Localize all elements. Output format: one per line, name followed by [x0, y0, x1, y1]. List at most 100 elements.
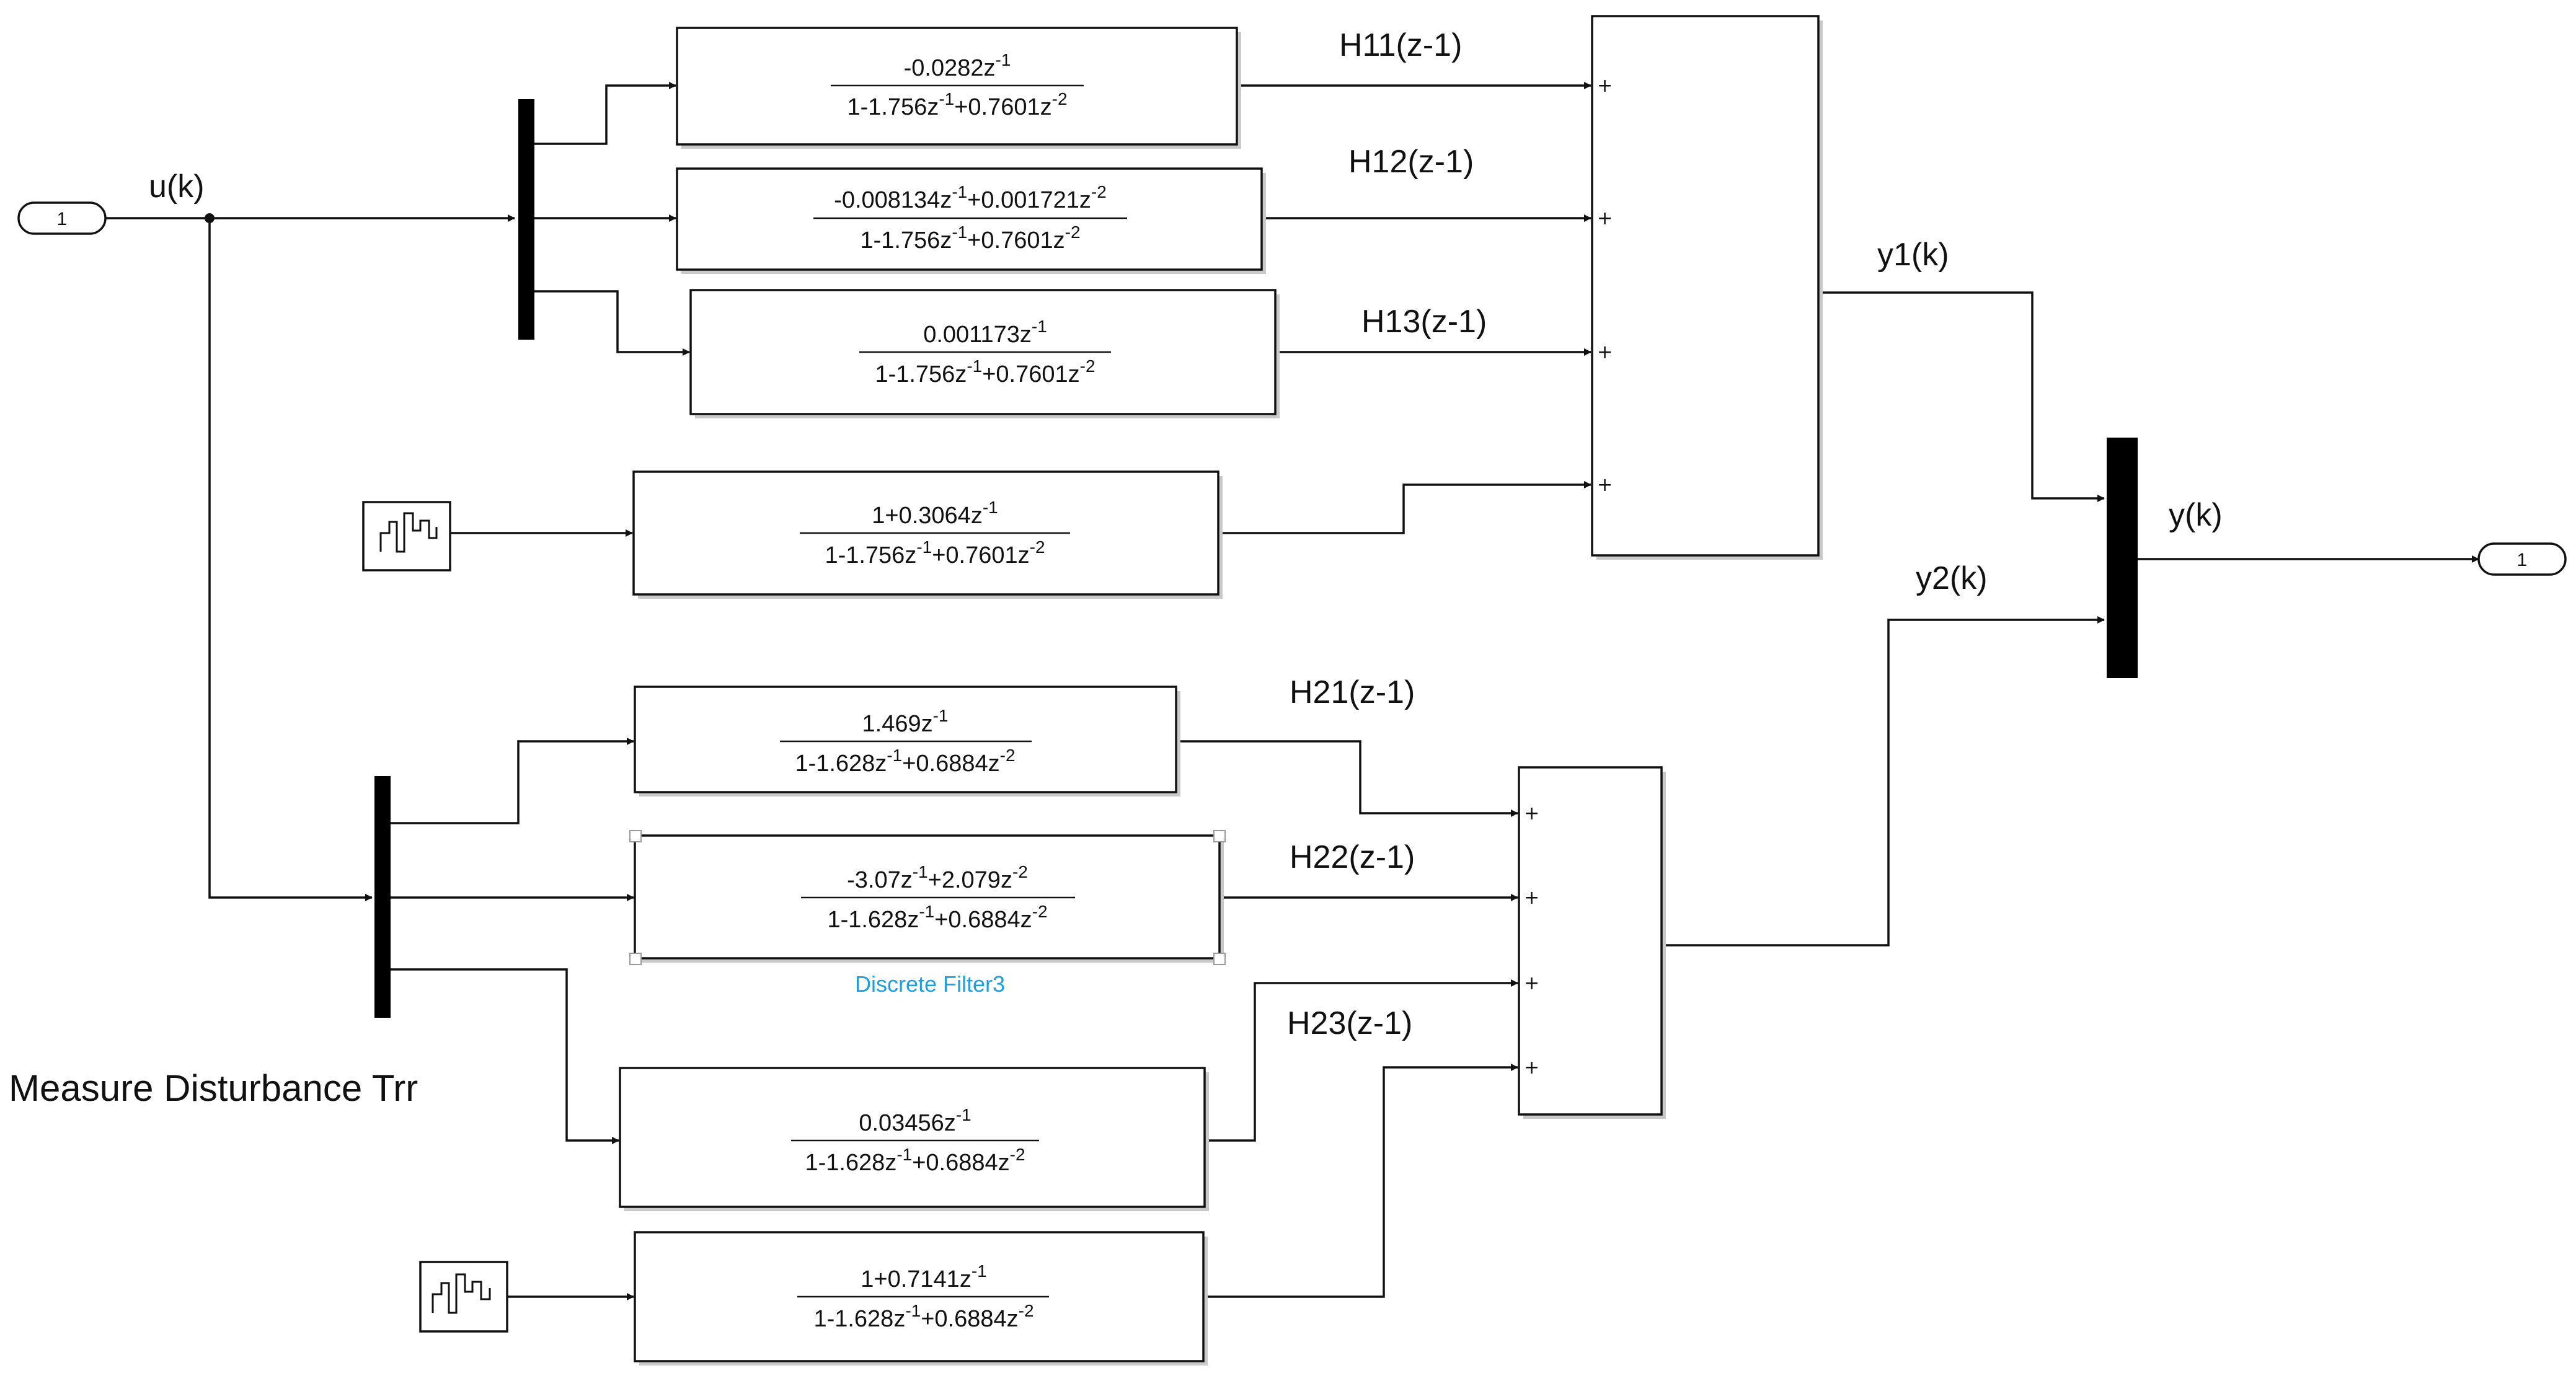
h23-den-exponent1: -1	[896, 1145, 912, 1164]
filter-disturbance-2[interactable]: 1+0.7141z-1 1-1.628z-1+0.6884z-2	[634, 1231, 1208, 1366]
h22-num-mid: +2.079z	[928, 867, 1012, 893]
h21-numerator: 1.469z	[862, 711, 933, 737]
h12-den-exponent1: -1	[952, 223, 967, 242]
svg-text:0.001173z-1: 0.001173z-1	[923, 317, 1047, 348]
filter-h21[interactable]: 1.469z-1 1-1.628z-1+0.6884z-2	[634, 686, 1180, 796]
filter-h13[interactable]: 0.001173z-1 1-1.756z-1+0.7601z-2	[689, 289, 1280, 418]
filter-h12[interactable]: -0.008134z-1+0.001721z-2 1-1.756z-1+0.76…	[676, 167, 1266, 274]
sum1-plus-3: +	[1597, 342, 1613, 363]
selection-handle[interactable]	[1213, 830, 1226, 842]
h22-den-exponent2: -2	[1032, 902, 1048, 921]
random-source-2[interactable]	[419, 1261, 508, 1333]
h13-num-exponent: -1	[1032, 317, 1047, 336]
h23-den-mid: +0.6884z	[912, 1150, 1009, 1176]
signal-wires	[105, 82, 2479, 1300]
outport-1[interactable]: 1	[2477, 542, 2567, 576]
d2-denominator: 1-1.628z	[813, 1306, 905, 1332]
svg-text:-0.0282z-1: -0.0282z-1	[904, 50, 1011, 81]
svg-text:0.03456z-1: 0.03456z-1	[859, 1105, 971, 1136]
signal-label-u: u(k)	[149, 169, 205, 205]
d1-num-exponent: -1	[983, 498, 998, 517]
svg-text:1-1.628z-1+0.6884z-2: 1-1.628z-1+0.6884z-2	[795, 746, 1015, 777]
h11-num-exponent: -1	[995, 50, 1011, 69]
d2-den-mid: +0.6884z	[921, 1306, 1018, 1332]
h22-den-exponent1: -1	[919, 902, 934, 921]
filter-h11[interactable]: -0.0282z-1 1-1.756z-1+0.7601z-2	[676, 27, 1241, 149]
h22-num-exponent1: -1	[913, 862, 928, 881]
outport-number: 1	[2517, 550, 2528, 570]
h12-den-exponent2: -2	[1065, 223, 1081, 242]
h13-numerator: 0.001173z	[923, 322, 1032, 348]
selection-handle[interactable]	[629, 830, 642, 842]
random-source-1[interactable]	[362, 501, 451, 571]
h22-den-mid: +0.6884z	[934, 907, 1032, 933]
d2-den-exponent2: -2	[1019, 1301, 1034, 1320]
h23-denominator: 1-1.628z	[805, 1150, 896, 1176]
filter-h23[interactable]: 0.03456z-1 1-1.628z-1+0.6884z-2	[619, 1067, 1209, 1211]
h11-denominator: 1-1.756z	[847, 94, 939, 120]
signal-label-h22: H22(z-1)	[1290, 839, 1415, 875]
d2-den-exponent1: -1	[905, 1301, 921, 1320]
sum2-plus-2: +	[1524, 887, 1539, 909]
h11-den-mid: +0.7601z	[954, 94, 1051, 120]
sum1-plus-2: +	[1597, 208, 1613, 229]
svg-text:1.469z-1: 1.469z-1	[862, 706, 949, 737]
svg-text:1-1.756z-1+0.7601z-2: 1-1.756z-1+0.7601z-2	[847, 89, 1067, 120]
d2-numerator: 1+0.7141z	[861, 1266, 972, 1292]
h12-num-mid: +0.001721z	[967, 187, 1091, 213]
h13-den-exponent2: -2	[1080, 356, 1095, 376]
branch-point	[205, 213, 215, 223]
svg-text:1-1.756z-1+0.7601z-2: 1-1.756z-1+0.7601z-2	[875, 356, 1095, 387]
sum-block-1[interactable]: + + + +	[1591, 15, 1823, 560]
d1-den-exponent2: -2	[1030, 537, 1045, 557]
h11-den-exponent2: -2	[1052, 89, 1068, 108]
h13-den-mid: +0.7601z	[982, 361, 1079, 387]
d1-den-mid: +0.7601z	[932, 542, 1029, 568]
demux-2[interactable]	[374, 776, 391, 1018]
svg-text:1-1.628z-1+0.6884z-2: 1-1.628z-1+0.6884z-2	[827, 902, 1047, 933]
filter-h22[interactable]: -3.07z-1+2.079z-2 1-1.628z-1+0.6884z-2	[629, 830, 1226, 965]
h21-den-exponent1: -1	[887, 746, 902, 765]
signal-label-y1: y1(k)	[1877, 237, 1949, 273]
signal-label-h11: H11(z-1)	[1339, 27, 1462, 63]
signal-label-h12: H12(z-1)	[1348, 144, 1474, 180]
sum1-plus-4: +	[1597, 474, 1613, 496]
h23-den-exponent2: -2	[1010, 1145, 1025, 1164]
mux-output[interactable]	[2107, 438, 2138, 678]
inport-number: 1	[57, 209, 68, 229]
svg-text:1-1.756z-1+0.7601z-2: 1-1.756z-1+0.7601z-2	[860, 223, 1080, 254]
h12-denominator: 1-1.756z	[860, 227, 952, 254]
h22-denominator: 1-1.628z	[827, 907, 919, 933]
svg-text:-3.07z-1+2.079z-2: -3.07z-1+2.079z-2	[847, 862, 1028, 893]
inport-1[interactable]: 1	[17, 201, 107, 235]
h12-den-mid: +0.7601z	[967, 227, 1064, 254]
sum-block-2[interactable]: + + + +	[1518, 766, 1666, 1119]
demux-1[interactable]	[518, 99, 534, 340]
selection-handle[interactable]	[1213, 953, 1226, 965]
h21-den-exponent2: -2	[1000, 746, 1016, 765]
svg-text:1+0.7141z-1: 1+0.7141z-1	[861, 1261, 986, 1292]
h12-numerator: -0.008134z	[834, 187, 952, 213]
svg-text:1-1.628z-1+0.6884z-2: 1-1.628z-1+0.6884z-2	[813, 1301, 1033, 1332]
block-caption[interactable]: Discrete Filter3	[855, 971, 1005, 997]
d1-numerator: 1+0.3064z	[872, 503, 983, 529]
svg-text:1-1.628z-1+0.6884z-2: 1-1.628z-1+0.6884z-2	[805, 1145, 1025, 1176]
svg-text:1+0.3064z-1: 1+0.3064z-1	[872, 498, 998, 529]
selection-handle[interactable]	[629, 953, 642, 965]
h13-den-exponent1: -1	[967, 356, 982, 376]
sum1-plus-1: +	[1597, 75, 1613, 97]
h12-num-exponent1: -1	[952, 182, 967, 201]
h12-num-exponent2: -2	[1091, 182, 1107, 201]
h13-denominator: 1-1.756z	[875, 361, 967, 387]
annotation-text: Measure Disturbance Trr	[9, 1067, 418, 1109]
svg-text:-0.008134z-1+0.001721z-2: -0.008134z-1+0.001721z-2	[834, 182, 1107, 213]
h23-numerator: 0.03456z	[859, 1110, 955, 1136]
h21-num-exponent: -1	[933, 706, 949, 725]
signal-label-y2: y2(k)	[1916, 560, 1988, 596]
d1-den-exponent1: -1	[916, 537, 932, 557]
d2-num-exponent: -1	[972, 1261, 987, 1281]
svg-text:1-1.756z-1+0.7601z-2: 1-1.756z-1+0.7601z-2	[825, 537, 1045, 568]
filter-disturbance-1[interactable]: 1+0.3064z-1 1-1.756z-1+0.7601z-2	[632, 470, 1223, 599]
h23-num-exponent: -1	[956, 1105, 972, 1124]
